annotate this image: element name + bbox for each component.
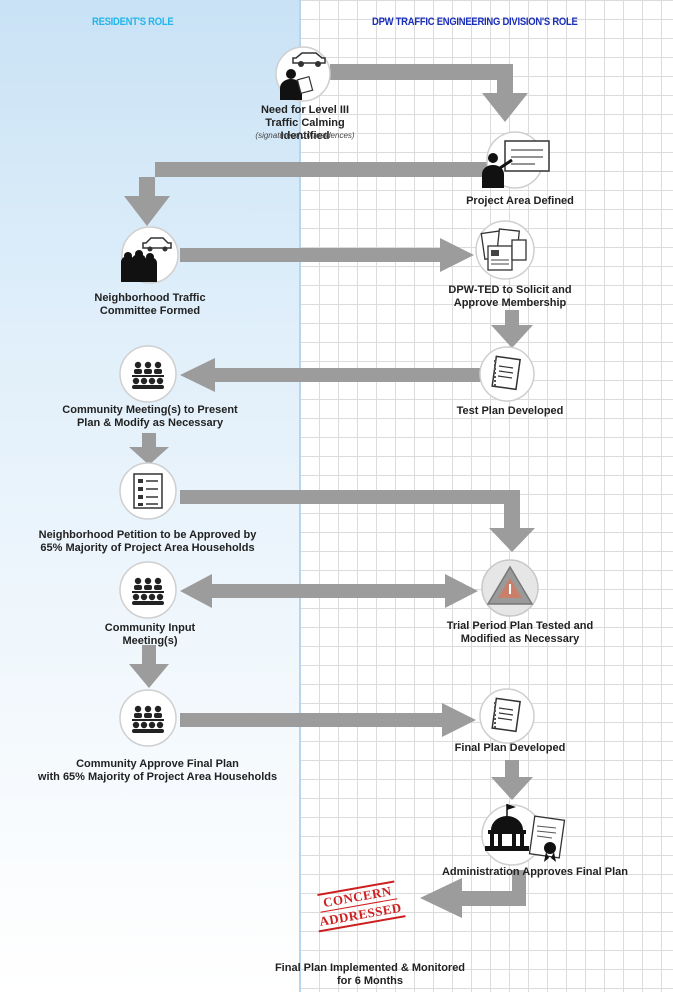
arrow-input-meeting-to-approve-final	[129, 645, 169, 688]
step-solicit-line2: Approve Membership	[453, 297, 567, 309]
step-trial-line2: Modified as Necessary	[460, 633, 580, 645]
step-committee-line1: Neighborhood Traffic	[94, 292, 206, 304]
step-committee-label: Neighborhood Traffic Committee Formed	[75, 292, 225, 318]
step-community-meeting-label: Community Meeting(s) to Present Plan & M…	[50, 404, 250, 430]
meeting-group-icon-3	[119, 689, 177, 747]
step-approve-final-label: Community Approve Final Plan with 65% Ma…	[15, 758, 300, 784]
dpw-role-header: DPW TRAFFIC ENGINEERING DIVISION'S ROLE	[372, 16, 578, 28]
step-need-label: Need for Level III Traffic Calming Ident…	[240, 104, 370, 143]
step-input-meeting-line1: Community Input	[104, 622, 196, 634]
step-approve-final-line2: with 65% Majority of Project Area Househ…	[37, 771, 278, 783]
step-community-meeting-line2: Plan & Modify as Necessary	[76, 417, 224, 429]
arrow-final-plan-to-admin	[491, 760, 533, 800]
meeting-group-icon-1	[119, 345, 177, 403]
arrow-petition-to-trial	[180, 490, 535, 552]
arrow-community-meeting-to-petition	[129, 433, 169, 465]
step-petition-label: Neighborhood Petition to be Approved by …	[15, 529, 280, 555]
flow-arrows	[124, 64, 535, 918]
step-final-plan-label: Final Plan Developed	[454, 742, 566, 754]
document-icon-final-plan	[479, 688, 535, 744]
arrow-need-to-project-area	[330, 64, 528, 122]
arrow-input-meeting-trial	[180, 574, 478, 608]
step-need-line2: Traffic Calming Identified	[265, 117, 345, 142]
arrow-test-plan-to-community-meeting	[180, 358, 485, 392]
arrow-approve-final-to-final-plan	[180, 703, 476, 737]
step-community-meeting-line1: Community Meeting(s) to Present	[62, 404, 238, 416]
step-input-meeting-line2: Meeting(s)	[122, 635, 178, 647]
step-petition-line2: 65% Majority of Project Area Households	[40, 542, 255, 554]
arrow-admin-to-implemented	[420, 870, 526, 918]
resident-role-header: RESIDENT'S ROLE	[92, 16, 174, 28]
step-implemented-line2: for 6 Months	[337, 975, 403, 987]
step-solicit-label: DPW-TED to Solicit and Approve Membershi…	[435, 284, 585, 310]
step-petition-line1: Neighborhood Petition to be Approved by	[38, 529, 257, 541]
step-trial-line1: Trial Period Plan Tested and	[446, 620, 594, 632]
step-need-note: (signature of 10 residences)	[255, 131, 355, 140]
step-test-plan-label: Test Plan Developed	[456, 405, 564, 417]
arrow-committee-to-solicit	[180, 238, 474, 272]
government-building-certificate-icon	[481, 804, 566, 866]
step-input-meeting-label: Community Input Meeting(s)	[85, 622, 215, 648]
people-with-car-icon	[121, 226, 179, 284]
checklist-icon	[119, 462, 177, 520]
step-admin-label: Administration Approves Final Plan	[441, 866, 628, 878]
arrow-project-area-to-committee	[124, 162, 490, 226]
step-solicit-line1: DPW-TED to Solicit and	[448, 284, 572, 296]
step-need-line1: Need for Level III	[260, 104, 350, 116]
step-trial-label: Trial Period Plan Tested and Modified as…	[430, 620, 610, 646]
step-implemented-line1: Final Plan Implemented & Monitored	[274, 962, 466, 974]
document-icon-test-plan	[479, 346, 535, 402]
step-project-area-label: Project Area Defined	[466, 195, 574, 207]
step-approve-final-line1: Community Approve Final Plan	[76, 758, 239, 770]
documents-icon	[475, 220, 535, 280]
presenter-board-icon	[482, 131, 550, 189]
person-with-car-icon	[275, 46, 331, 102]
meeting-group-icon-2	[119, 561, 177, 619]
arrow-solicit-to-test-plan	[491, 310, 533, 348]
step-implemented-label: Final Plan Implemented & Monitored for 6…	[255, 962, 485, 988]
step-committee-line2: Committee Formed	[99, 305, 201, 317]
warning-sign-icon	[481, 559, 539, 617]
